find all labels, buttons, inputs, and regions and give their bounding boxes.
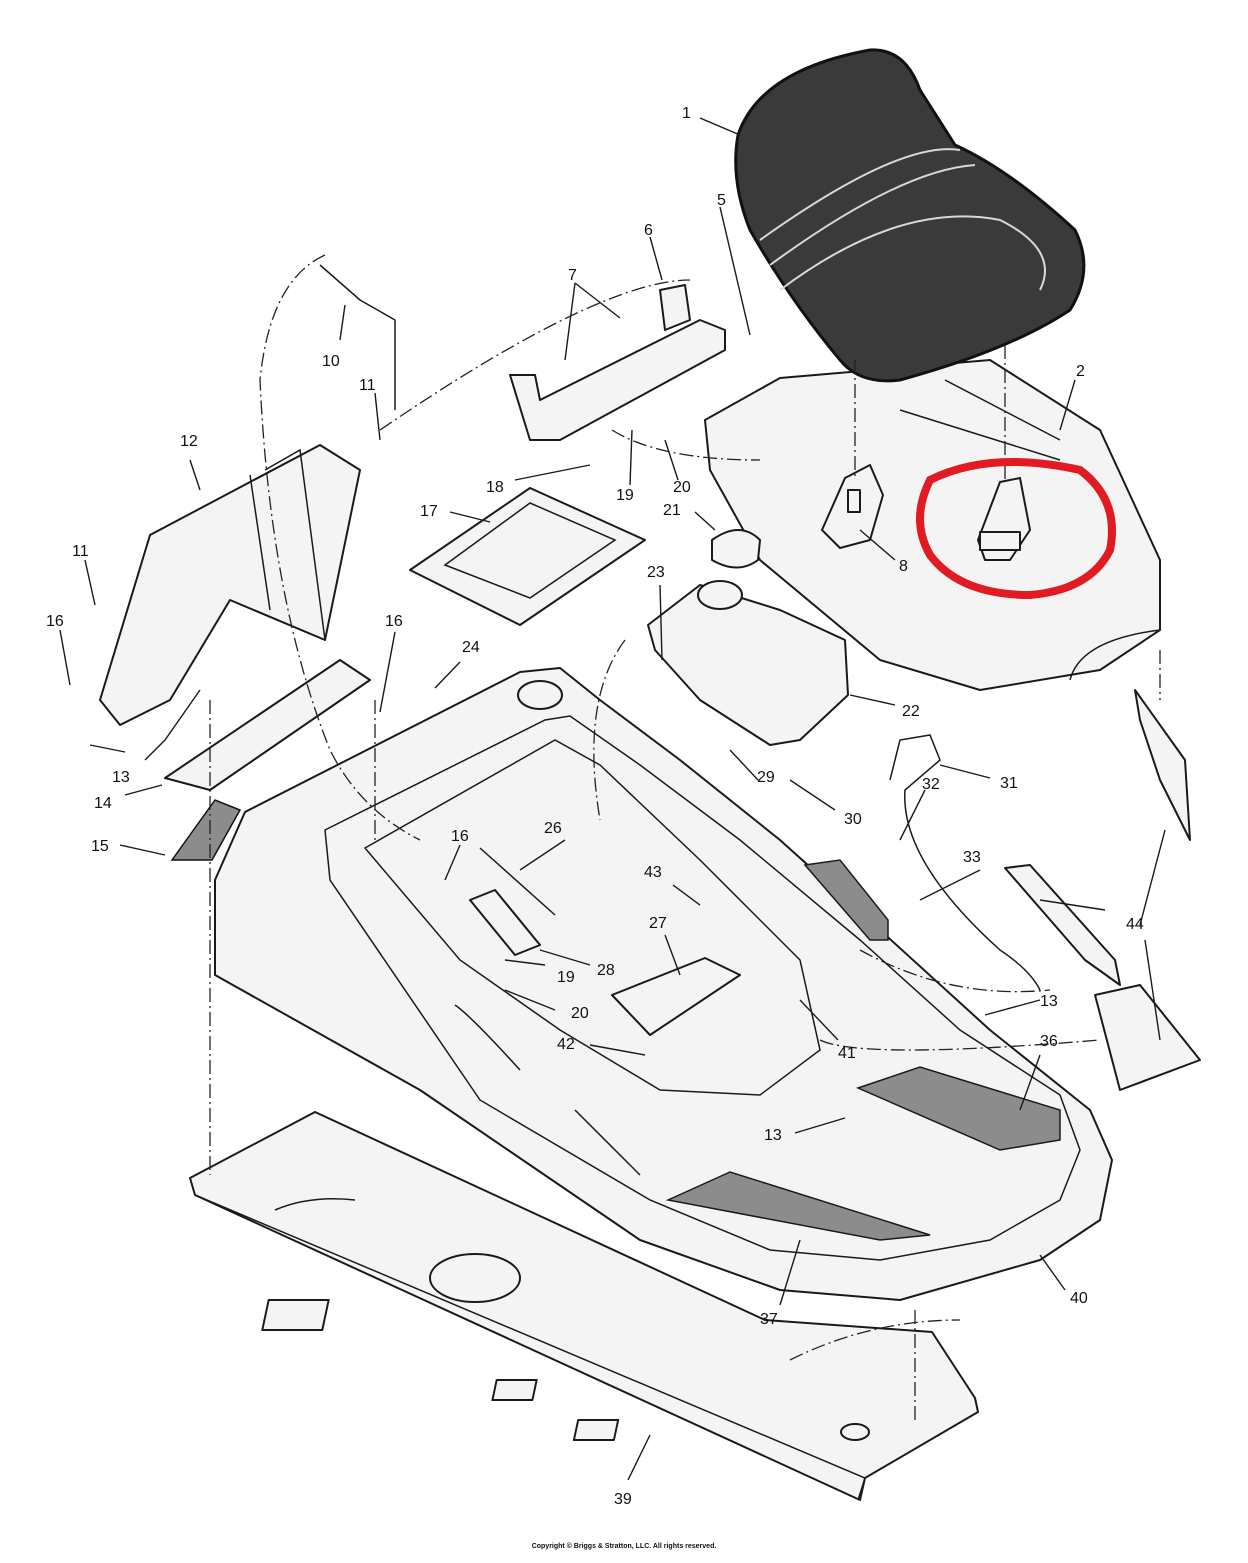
part-label: 2 (1076, 363, 1085, 380)
part-label: 39 (614, 1491, 632, 1508)
part-label: 12 (180, 433, 198, 450)
part-label: 21 (663, 502, 681, 519)
part-label: 13 (1040, 993, 1058, 1010)
part-label: 20 (673, 479, 691, 496)
part-label: 16 (451, 828, 469, 845)
part-label: 44 (1126, 916, 1144, 933)
part-label: 37 (760, 1311, 778, 1328)
part-label: 28 (597, 962, 615, 979)
part-label: 14 (94, 795, 112, 812)
part-label: 31 (1000, 775, 1018, 792)
part-label: 11 (359, 377, 376, 394)
part-label: 15 (91, 838, 109, 855)
part-label: 20 (571, 1005, 589, 1022)
part-label: 36 (1040, 1033, 1058, 1050)
part-label: 30 (844, 811, 862, 828)
part-label: 6 (644, 222, 653, 239)
copyright-notice: Copyright © Briggs & Stratton, LLC. All … (531, 1543, 717, 1550)
part-label: 29 (757, 769, 775, 786)
part-label: 5 (717, 192, 726, 209)
part-1-seat (734, 48, 1086, 383)
part-label: 40 (1070, 1290, 1088, 1307)
part-39-bottom-plate (189, 1111, 979, 1501)
part-label: 18 (486, 479, 504, 496)
part-label: 13 (764, 1127, 782, 1144)
part-label: 11 (72, 543, 89, 560)
part-14-bracket (164, 659, 371, 791)
part-label: 42 (557, 1036, 575, 1053)
part-22-fuel-tank (647, 529, 849, 746)
part-label: 16 (46, 613, 64, 630)
part-12-left-console (99, 444, 361, 726)
part-31-cable (889, 734, 1041, 991)
part-label: 22 (902, 703, 920, 720)
part-8-seat-switch-bracket (821, 464, 1031, 561)
leader-lines (59, 117, 1166, 1481)
part-label: 1 (682, 105, 691, 122)
part-26-rod (469, 847, 556, 956)
part-label: 23 (647, 564, 665, 581)
part-label: 7 (568, 267, 577, 284)
assembly-guide-lines (209, 254, 1161, 1420)
part-32-side-trim (803, 859, 889, 941)
part-number-labels: 1 2 5 6 7 8 10 11 11 12 13 13 13 14 15 1… (46, 105, 1144, 1508)
part-label: 24 (462, 639, 480, 656)
part-label: 10 (322, 353, 340, 370)
part-label: 13 (112, 769, 130, 786)
part-27-plate (611, 957, 741, 1036)
part-label: 33 (963, 849, 981, 866)
part-17-cover-plate (409, 487, 646, 626)
part-label: 19 (557, 969, 575, 986)
part-label: 16 (385, 613, 403, 630)
part-label: 8 (899, 558, 908, 575)
part-label: 26 (544, 820, 562, 837)
part-label: 43 (644, 864, 662, 881)
part-label: 32 (922, 776, 940, 793)
part-6-seat-bracket (509, 284, 726, 441)
part-label: 17 (420, 503, 438, 520)
part-label: 41 (838, 1045, 856, 1062)
part-label: 19 (616, 487, 634, 504)
part-label: 27 (649, 915, 667, 932)
highlight-circle (916, 458, 1116, 600)
part-15-trim-piece (170, 799, 242, 861)
part-10-rod (319, 264, 396, 410)
part-44-fender-trims (1004, 689, 1201, 1091)
